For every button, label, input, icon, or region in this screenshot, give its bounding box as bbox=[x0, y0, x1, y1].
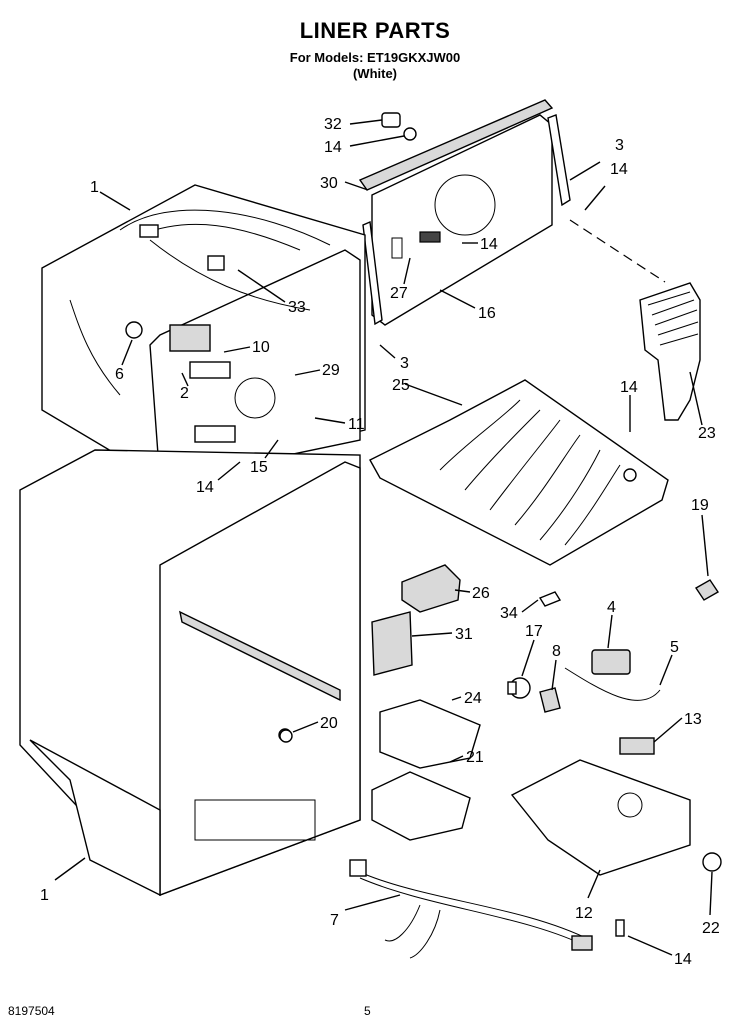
callout-14: 14 bbox=[620, 379, 638, 396]
callout-1: 1 bbox=[90, 179, 99, 196]
callout-13: 13 bbox=[684, 711, 702, 728]
models-subtitle: For Models: ET19GKXJW00 bbox=[289, 50, 461, 65]
callout-20: 20 bbox=[320, 715, 338, 732]
plate-31 bbox=[371, 611, 413, 676]
clip-34 bbox=[538, 591, 562, 607]
callout-14: 14 bbox=[674, 951, 692, 968]
callout-14: 14 bbox=[480, 236, 498, 253]
callout-19: 19 bbox=[691, 497, 709, 514]
callout-8: 8 bbox=[552, 643, 561, 660]
callout-14: 14 bbox=[324, 139, 342, 156]
callout-3: 3 bbox=[400, 355, 409, 372]
wiring-33 bbox=[149, 239, 311, 311]
damper-24 bbox=[379, 699, 481, 769]
wire-harness-7 bbox=[349, 859, 593, 959]
callout-25: 25 bbox=[392, 377, 410, 394]
callout-23: 23 bbox=[698, 425, 716, 442]
callout-14: 14 bbox=[610, 161, 628, 178]
callout-labels: 32 14 30 3 14 1 14 27 16 33 10 6 29 3 25… bbox=[40, 116, 720, 968]
callout-15: 15 bbox=[250, 459, 268, 476]
grommet-20 bbox=[279, 729, 293, 743]
callout-2: 2 bbox=[180, 385, 189, 402]
switch-housing-26 bbox=[401, 564, 461, 613]
freezer-liner bbox=[41, 184, 366, 483]
callout-33: 33 bbox=[288, 299, 306, 316]
trim-strip-3-left bbox=[362, 220, 383, 326]
air-duct-23 bbox=[569, 219, 701, 421]
callout-21: 21 bbox=[466, 749, 484, 766]
callout-16: 16 bbox=[478, 305, 496, 322]
bulb-17 bbox=[507, 677, 531, 699]
trim-strip-3-right bbox=[547, 114, 571, 207]
document-code: 8197504 bbox=[8, 1004, 55, 1018]
callout-31: 31 bbox=[455, 626, 473, 643]
callout-22: 22 bbox=[702, 920, 720, 937]
callout-29: 29 bbox=[322, 362, 340, 379]
callout-5: 5 bbox=[670, 639, 679, 656]
callout-1: 1 bbox=[40, 887, 49, 904]
callout-7: 7 bbox=[330, 912, 339, 929]
page-title: LINER PARTS bbox=[299, 18, 451, 43]
callout-10: 10 bbox=[252, 339, 270, 356]
callout-32: 32 bbox=[324, 116, 342, 133]
color-subtitle: (White) bbox=[352, 66, 398, 81]
plug-32 bbox=[381, 112, 417, 141]
callout-17: 17 bbox=[525, 623, 543, 640]
callout-12: 12 bbox=[575, 905, 593, 922]
rear-panel-assembly bbox=[358, 99, 554, 326]
callout-26: 26 bbox=[472, 585, 490, 602]
callout-14: 14 bbox=[196, 479, 214, 496]
leader-lines bbox=[54, 119, 713, 956]
switch-13 bbox=[619, 737, 655, 755]
socket-8 bbox=[539, 687, 561, 713]
callout-6: 6 bbox=[115, 366, 124, 383]
capillary-tube-5 bbox=[564, 667, 661, 701]
screw-14-bottom bbox=[615, 919, 625, 937]
callout-24: 24 bbox=[464, 690, 482, 707]
thermostat-4 bbox=[591, 649, 631, 675]
shelf-frame-25 bbox=[369, 379, 669, 566]
damper-cover-21 bbox=[371, 771, 471, 841]
callout-30: 30 bbox=[320, 175, 338, 192]
callout-4: 4 bbox=[607, 599, 616, 616]
callout-11: 11 bbox=[348, 416, 365, 433]
knob-22 bbox=[702, 852, 722, 872]
callout-3: 3 bbox=[615, 137, 624, 154]
control-housing-12 bbox=[510, 759, 691, 876]
callout-34: 34 bbox=[500, 605, 518, 622]
fresh-food-liner bbox=[19, 449, 361, 897]
page-number: 5 bbox=[364, 1004, 371, 1018]
clip-19 bbox=[695, 579, 719, 601]
callout-27: 27 bbox=[390, 285, 408, 302]
